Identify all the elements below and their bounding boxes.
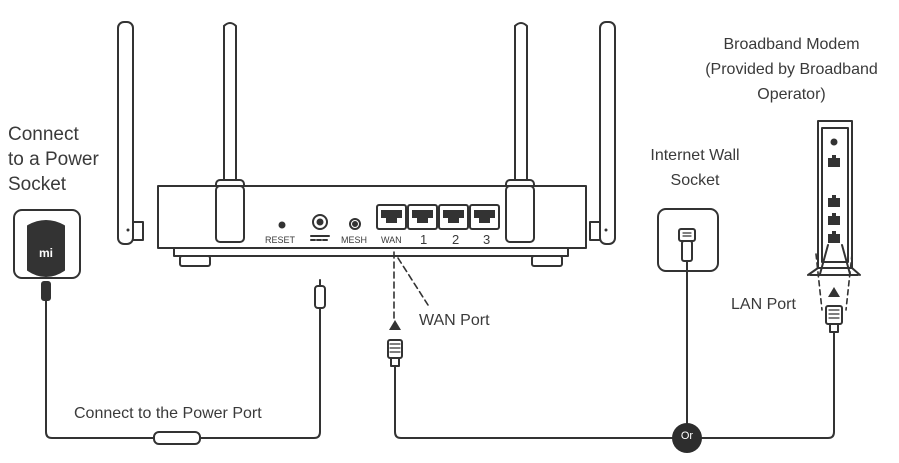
- reset-label: RESET: [265, 235, 296, 245]
- wan-label: WAN: [381, 235, 402, 245]
- lan-arrow-icon: [828, 287, 840, 297]
- wan-dashed-lines: [393, 251, 429, 319]
- lan-port-1-label: 1: [420, 232, 428, 247]
- power-port-label: Connect to the Power Port: [74, 405, 262, 422]
- wan-arrow-icon: [389, 320, 401, 330]
- adapter-logo: mi: [39, 246, 53, 260]
- lan-port-3-label: 3: [483, 232, 491, 247]
- internet-wall-socket-label: Internet Wall Socket: [650, 147, 740, 189]
- lan-port-2-label: 2: [452, 232, 460, 247]
- wan-cable: [394, 331, 835, 439]
- lan-dashed-lines: [815, 253, 853, 311]
- power-port: [310, 214, 330, 241]
- wan-ethernet-plug: [387, 339, 403, 367]
- modem-ports: [828, 138, 840, 243]
- reset-button: [278, 221, 286, 229]
- broadband-modem-label: Broadband Modem (Provided by Broadband O…: [705, 36, 878, 103]
- router-antenna-right-outer: [589, 21, 616, 245]
- power-adapter: [13, 209, 81, 301]
- lan-ethernet-plug: [825, 305, 843, 333]
- lan-port-label: LAN Port: [731, 296, 796, 313]
- internet-wall-socket: [657, 208, 719, 272]
- router-antenna-left-outer: [117, 21, 144, 245]
- or-badge: [672, 423, 702, 453]
- router-body: [157, 185, 587, 267]
- or-label: Or: [680, 430, 694, 442]
- mesh-label: MESH: [341, 235, 368, 245]
- wan-port-label: WAN Port: [419, 312, 490, 329]
- mesh-button: [349, 218, 361, 230]
- power-plug: [314, 279, 326, 309]
- power-cable: [45, 299, 321, 439]
- ethernet-port-jacks: [381, 210, 495, 223]
- power-socket-label: Connect to a Power Socket: [8, 124, 99, 195]
- cable-tie: [153, 431, 201, 445]
